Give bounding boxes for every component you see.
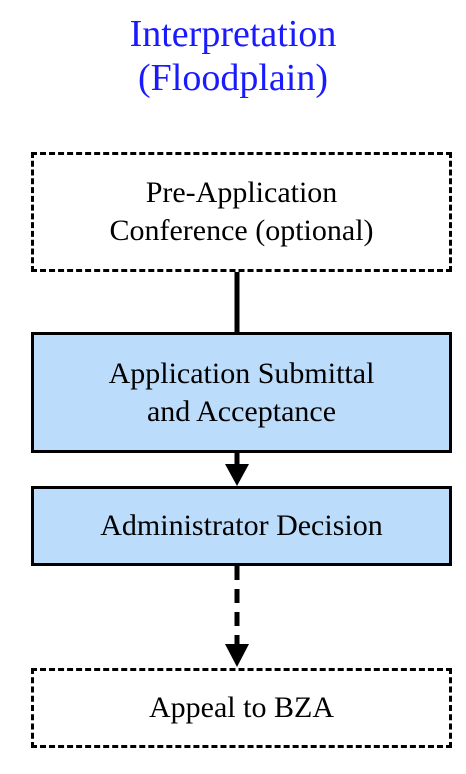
arrowhead-decision	[225, 464, 249, 486]
step-administrator-decision-label: Administrator Decision	[100, 509, 383, 542]
step-pre-application-line-1: Pre-Application	[145, 176, 338, 209]
arrowhead-appeal	[225, 644, 249, 667]
step-pre-application[interactable]: Pre-Application Conference (optional)	[31, 152, 452, 272]
step-application-submittal-line-2: and Acceptance	[146, 394, 337, 428]
step-appeal-label: Appeal to BZA	[149, 691, 334, 724]
diagram-title: Interpretation (Floodplain)	[0, 12, 466, 100]
step-pre-application-line-2: Conference (optional)	[109, 214, 374, 247]
step-administrator-decision[interactable]: Administrator Decision	[31, 486, 452, 566]
title-line-1: Interpretation	[129, 13, 337, 55]
step-application-submittal-line-1: Application Submittal	[108, 356, 375, 390]
step-appeal[interactable]: Appeal to BZA	[31, 668, 452, 748]
title-line-2: (Floodplain)	[138, 57, 328, 99]
step-application-submittal[interactable]: Application Submittal and Acceptance	[31, 332, 452, 453]
